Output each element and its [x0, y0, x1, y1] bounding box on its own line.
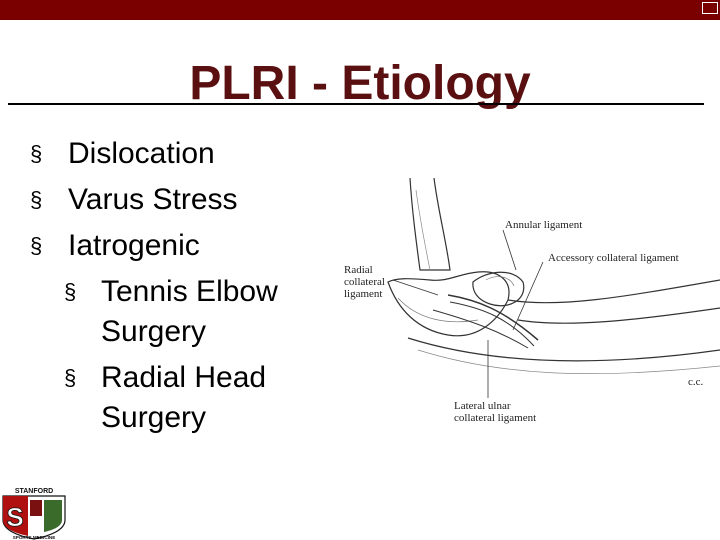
- elbow-joint: [387, 271, 510, 337]
- logo-bottom-text: SPORTS MEDICINE: [13, 535, 56, 540]
- slide-title: PLRI - Etiology: [189, 57, 531, 110]
- radial-collateral-label: Radial: [344, 264, 373, 276]
- forearm-middle: [517, 307, 720, 324]
- logo-top-text: STANFORD: [15, 488, 53, 495]
- artist-signature: c.c.: [688, 376, 704, 388]
- sub-bullet-item: § Tennis Elbow Surgery: [64, 272, 340, 352]
- title-underline: [8, 103, 704, 105]
- bullet-marker-icon: §: [30, 187, 43, 212]
- bullet-marker-icon: §: [64, 365, 77, 390]
- annular-ligament-label: Annular ligament: [505, 219, 582, 231]
- radial-head: [472, 271, 525, 307]
- bullet-text: Tennis Elbow Surgery: [101, 275, 278, 348]
- bullet-text: Dislocation: [68, 137, 215, 170]
- bullet-text: Radial Head Surgery: [101, 361, 267, 434]
- bullet-item: § Iatrogenic: [30, 226, 340, 266]
- stanford-sports-medicine-logo: STANFORD S SPORTS MEDICINE: [2, 488, 66, 540]
- top-bar-corner-box: [702, 2, 718, 14]
- logo-letter: S: [6, 502, 23, 532]
- bullet-marker-icon: §: [30, 141, 43, 166]
- lateral-ulnar-label: Lateral ulnar: [454, 400, 511, 412]
- bullet-text: Varus Stress: [68, 183, 238, 216]
- forearm-lower: [407, 337, 720, 362]
- radial-collateral-label: ligament: [344, 288, 383, 300]
- lateral-ulnar-band: [432, 309, 529, 349]
- bullet-text: Iatrogenic: [68, 229, 200, 262]
- humerus-shaft: [409, 177, 451, 271]
- radial-collateral-band: [447, 294, 539, 341]
- elbow-ligament-illustration: Annular ligament Accessory collateral li…: [344, 177, 720, 424]
- top-accent-bar: [0, 0, 720, 20]
- radial-collateral-label: collateral: [344, 276, 385, 288]
- bullet-item: § Dislocation: [30, 134, 340, 174]
- forearm-upper: [507, 279, 720, 304]
- bullet-item: § Varus Stress: [30, 180, 340, 220]
- sub-bullet-item: § Radial Head Surgery: [64, 358, 340, 438]
- lateral-ulnar-label: collateral ligament: [454, 412, 536, 424]
- bullet-list: § Dislocation § Varus Stress § Iatrogeni…: [30, 134, 340, 444]
- bullet-marker-icon: §: [64, 279, 77, 304]
- accessory-ligament-label: Accessory collateral ligament: [548, 252, 679, 264]
- bullet-marker-icon: §: [30, 233, 43, 258]
